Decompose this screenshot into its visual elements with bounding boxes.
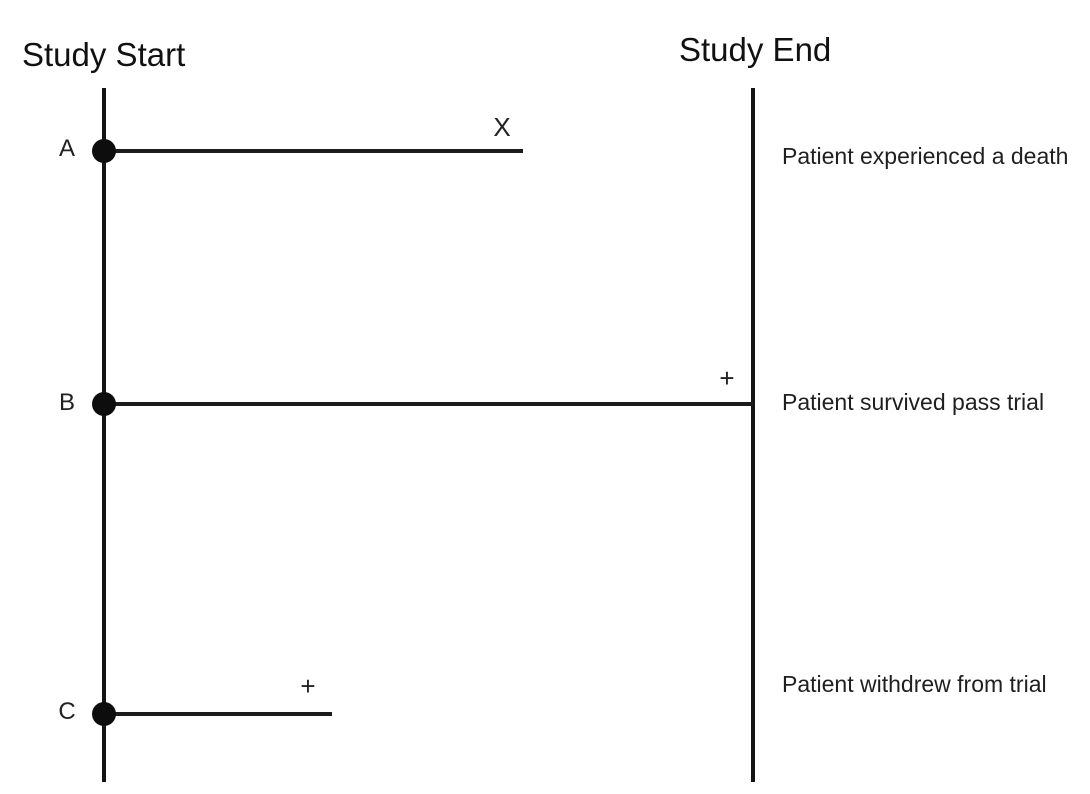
patient-c-label: C	[58, 698, 76, 725]
patient-b-start-dot	[92, 392, 116, 416]
study-end-axis-line	[751, 88, 755, 782]
patient-a-start-dot	[92, 139, 116, 163]
patient-b-timeline	[104, 402, 753, 406]
patient-b-label: B	[58, 389, 75, 416]
patient-c-description: Patient withdrew from trial	[782, 671, 1047, 697]
patient-b-description: Patient survived pass trial	[782, 389, 1045, 415]
patient-a-label: A	[58, 135, 75, 162]
patient-b-censor-plus-marker: +	[719, 363, 735, 393]
patient-a-timeline	[104, 149, 523, 153]
patient-c-timeline	[104, 712, 332, 716]
study-start-axis-line	[102, 88, 106, 782]
study-start-title: Study Start	[22, 36, 186, 73]
patient-c-start-dot	[92, 702, 116, 726]
patient-c-censor-plus-marker: +	[300, 671, 316, 701]
patient-a-death-x-marker: X	[493, 112, 511, 142]
study-end-title: Study End	[679, 31, 832, 68]
patient-a-description: Patient experienced a death	[782, 143, 1069, 169]
